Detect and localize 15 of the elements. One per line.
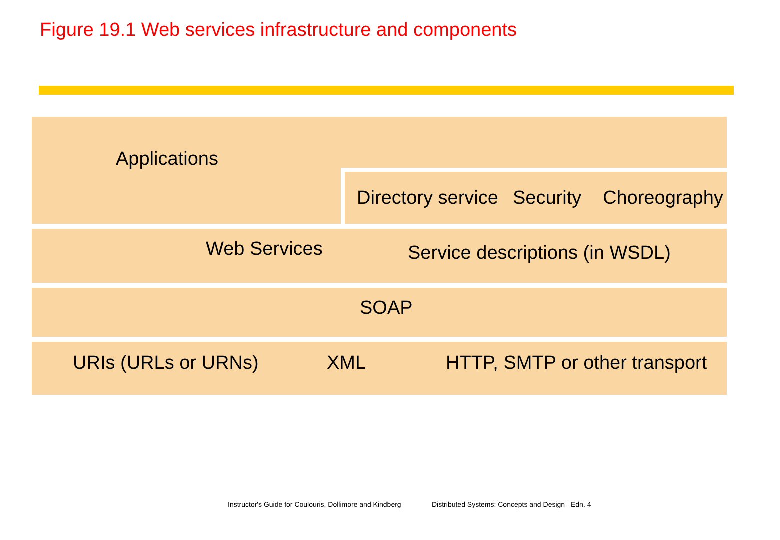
layer-label: Choreography	[603, 188, 724, 210]
layer-band	[32, 342, 727, 395]
layer-label: XML	[327, 353, 366, 375]
layer-label: Service descriptions (in WSDL)	[408, 243, 671, 265]
layer-label: Web Services	[206, 239, 323, 261]
layer-band	[32, 229, 727, 283]
layer-label: URIs (URLs or URNs)	[73, 353, 259, 375]
figure-title: Figure 19.1 Web services infrastructure and components	[40, 20, 517, 42]
layer-label: SOAP	[360, 298, 413, 320]
layer-band	[32, 288, 727, 337]
layer-label: HTTP, SMTP or other transport	[446, 353, 708, 375]
layer-label: Applications	[116, 149, 218, 171]
layer-label: Security	[513, 188, 582, 210]
layer-label: Directory service	[357, 188, 498, 210]
layer-band	[345, 172, 727, 224]
